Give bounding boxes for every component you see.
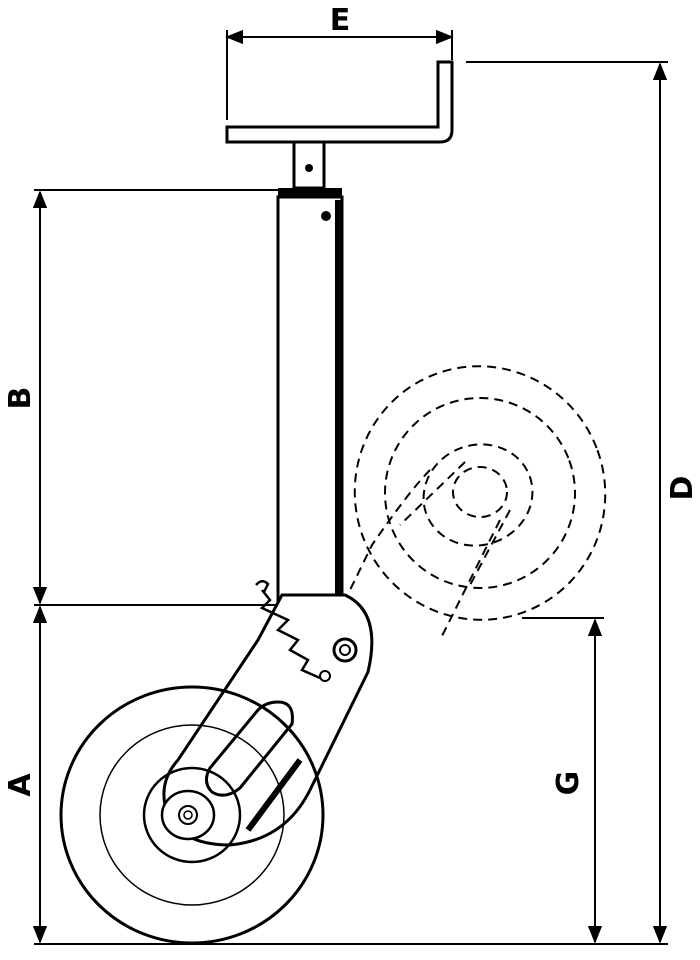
clamp-plate — [225, 60, 454, 144]
label-d: D — [665, 476, 700, 501]
dimension-b: B — [3, 189, 278, 606]
label-e: E — [330, 3, 351, 38]
dimension-d: D — [466, 61, 700, 944]
pivot-arm — [162, 580, 374, 847]
spindle — [292, 140, 326, 190]
wheel — [59, 685, 325, 945]
label-b: B — [3, 387, 38, 410]
main-tube — [276, 188, 344, 609]
retracted-wheel-outline — [349, 365, 607, 641]
label-a: A — [3, 773, 38, 797]
dimension-e: E — [225, 3, 454, 120]
dimension-g: G — [522, 617, 604, 944]
label-g: G — [551, 771, 586, 796]
dimension-a: A — [3, 605, 48, 944]
